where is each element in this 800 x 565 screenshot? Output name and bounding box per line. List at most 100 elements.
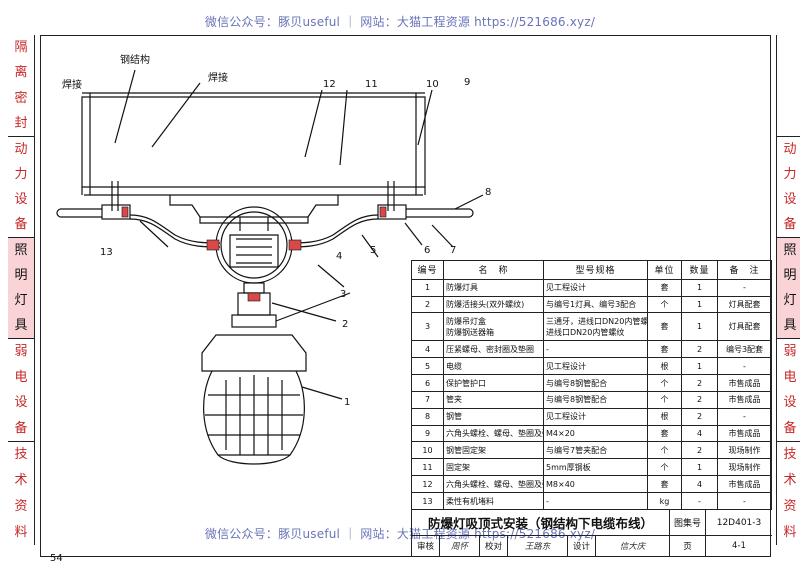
tab-char: 具 bbox=[783, 318, 797, 333]
cell-no: 4 bbox=[411, 340, 444, 359]
left-fitting bbox=[206, 239, 220, 251]
tab-weak-current[interactable]: 弱 电 设 备 bbox=[777, 339, 800, 442]
left-clamp-fitting bbox=[121, 206, 129, 218]
callout-6: 6 bbox=[424, 245, 430, 256]
column-header-unit: 单位 bbox=[647, 260, 682, 280]
cell-no: 10 bbox=[411, 441, 444, 460]
cell-no: 2 bbox=[411, 295, 444, 314]
tab-char: 力 bbox=[783, 167, 797, 182]
right-pipe-clamp bbox=[377, 204, 407, 220]
cell-no: 7 bbox=[411, 390, 444, 409]
tab-char: 明 bbox=[14, 268, 28, 283]
cell-remark: - bbox=[717, 492, 772, 510]
tab-char: 设 bbox=[14, 192, 28, 207]
tab-power-equipment[interactable]: 动 力 设 备 bbox=[8, 137, 34, 238]
callout-13: 13 bbox=[100, 247, 113, 258]
cell-qty: 2 bbox=[681, 390, 718, 409]
cell-no: 1 bbox=[411, 278, 444, 297]
tab-char: 照 bbox=[14, 243, 28, 258]
tab-char: 力 bbox=[14, 167, 28, 182]
lamp-guard-rings bbox=[205, 394, 303, 436]
cell-remark: - bbox=[717, 407, 772, 426]
cell-unit: 套 bbox=[647, 475, 682, 494]
cell-spec: 与编号8钢管配合 bbox=[543, 374, 648, 392]
table-header-row: 编号 名 称 型号规格 单位 数量 备 注 bbox=[411, 260, 772, 280]
fixing-frame bbox=[169, 195, 339, 218]
lamp-stem bbox=[243, 282, 265, 294]
tab-char: 料 bbox=[14, 524, 28, 540]
cell-spec: 与编号8钢管配合 bbox=[543, 390, 648, 409]
callout-5: 5 bbox=[370, 245, 376, 256]
checker-name: 王路东 bbox=[508, 536, 568, 556]
cell-name: 管夹 bbox=[443, 390, 544, 409]
tab-lighting-fixtures[interactable]: 照 明 灯 具 bbox=[8, 238, 34, 339]
tab-char: 设 bbox=[14, 395, 28, 411]
cell-remark: 灯具配套 bbox=[717, 312, 772, 342]
cell-unit: 个 bbox=[647, 295, 682, 314]
callout-1: 1 bbox=[344, 397, 350, 408]
cell-remark: 编号3配套 bbox=[717, 340, 772, 359]
tab-technical-data[interactable]: 技 术 资 料 bbox=[777, 442, 800, 545]
tab-char: 离 bbox=[14, 65, 28, 81]
cell-name: 防爆活接头(双外螺纹) bbox=[443, 295, 544, 314]
tab-power-equipment[interactable]: 动 力 设 备 bbox=[777, 137, 800, 238]
tab-lighting-fixtures[interactable]: 照 明 灯 具 bbox=[777, 238, 800, 339]
cell-remark: 市售成品 bbox=[717, 424, 772, 443]
watermark-bottom: 微信公众号：豚贝useful ｜ 网站：大猫工程资源 https://52168… bbox=[204, 527, 596, 541]
tab-char: 照 bbox=[783, 243, 797, 258]
cell-spec: 见工程设计 bbox=[543, 357, 648, 376]
tab-technical-data[interactable]: 技 术 资 料 bbox=[8, 442, 34, 545]
left-steel-pipe bbox=[56, 208, 102, 218]
left-section-tabs: 隔 离 密 封 动 力 设 备 照 明 灯 具 弱 电 设 备 技 术 资 料 bbox=[8, 35, 35, 545]
cell-remark: 现场制作 bbox=[717, 441, 772, 460]
tab-weak-current[interactable]: 弱 电 设 备 bbox=[8, 339, 34, 442]
cell-name: 六角头螺栓、螺母、垫圈及弹簧垫圈 bbox=[443, 424, 544, 443]
cell-unit: kg bbox=[647, 492, 682, 510]
tab-char: 封 bbox=[14, 115, 28, 131]
cell-name-line: 防爆钢送器箱 bbox=[446, 327, 494, 337]
cell-remark: - bbox=[717, 357, 772, 376]
label-steel-structure: 钢结构 bbox=[120, 53, 150, 66]
check-label: 校对 bbox=[480, 536, 508, 556]
right-cable bbox=[289, 214, 379, 244]
tab-char: 备 bbox=[783, 217, 797, 232]
reviewer-name: 周怀 bbox=[440, 536, 480, 556]
tab-char: 电 bbox=[783, 369, 797, 385]
cell-qty: 1 bbox=[681, 295, 718, 314]
installation-drawing: 钢结构 焊接 焊接 12 11 10 9 8 13 6 7 5 4 3 2 1 bbox=[56, 53, 491, 465]
cell-name: 钢管固定架 bbox=[443, 441, 544, 460]
cell-spec: 见工程设计 bbox=[543, 278, 648, 297]
cell-spec: 与编号7管夹配合 bbox=[543, 441, 648, 460]
cell-no: 12 bbox=[411, 475, 444, 494]
stem-fitting bbox=[247, 292, 261, 302]
callout-2: 2 bbox=[342, 319, 348, 330]
cell-unit: 个 bbox=[647, 441, 682, 460]
cell-remark: 市售成品 bbox=[717, 374, 772, 392]
callout-8: 8 bbox=[485, 187, 491, 198]
cell-remark: - bbox=[717, 278, 772, 297]
drawing-title: 防爆灯吸顶式安装（钢结构下电缆布线） bbox=[412, 510, 670, 536]
page-label: 页 bbox=[670, 536, 706, 556]
cell-name: 防爆吊灯盒防爆钢送器箱 bbox=[443, 312, 544, 342]
tab-char: 灯 bbox=[783, 293, 797, 308]
title-block: 防爆灯吸顶式安装（钢结构下电缆布线） 图集号 12D401-3 审核 周怀 校对… bbox=[411, 510, 772, 556]
tab-isolation-sealing[interactable]: 隔 离 密 封 bbox=[8, 35, 34, 137]
cell-qty: 2 bbox=[681, 340, 718, 359]
cell-no: 6 bbox=[411, 374, 444, 392]
lamp-head bbox=[201, 334, 307, 372]
page-value: 4-1 bbox=[732, 541, 746, 551]
tab-char: 备 bbox=[783, 420, 797, 436]
cell-remark: 市售成品 bbox=[717, 390, 772, 409]
cell-unit: 套 bbox=[647, 278, 682, 297]
atlas-number-label: 图集号 bbox=[670, 510, 706, 536]
cell-no: 8 bbox=[411, 407, 444, 426]
watermark-top: 微信公众号：豚贝useful ｜ 网站：大猫工程资源 https://52168… bbox=[204, 15, 596, 29]
tab-char: 设 bbox=[783, 395, 797, 411]
cell-qty: 1 bbox=[681, 278, 718, 297]
cell-no: 11 bbox=[411, 458, 444, 477]
